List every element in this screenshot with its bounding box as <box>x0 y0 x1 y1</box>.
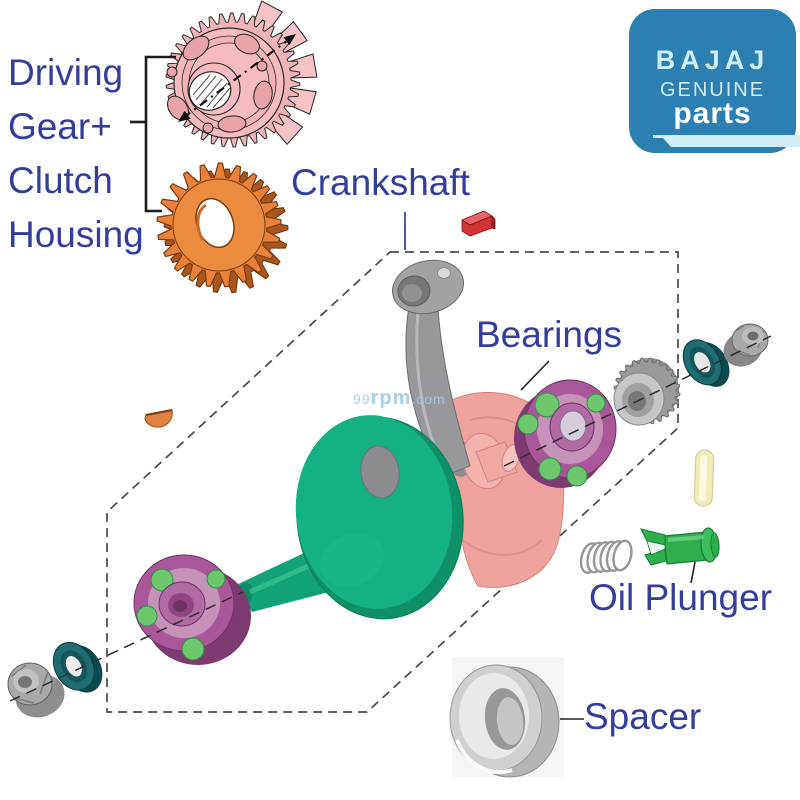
watermark-suffix: .com <box>411 391 446 407</box>
label-line: Housing <box>8 214 144 255</box>
oil-plunger-leader-line <box>690 561 696 584</box>
bearing-balls <box>517 392 606 487</box>
label-line: Driving <box>8 52 124 93</box>
oil-plunger-drawing <box>639 527 720 566</box>
label-oil-plunger: Oil Plunger <box>589 577 773 618</box>
woodruff-key-drawing <box>461 210 496 237</box>
assembly-axis-line <box>9 335 772 702</box>
bajaj-genuine-parts-logo: BAJAJ GENUINE parts <box>629 9 800 153</box>
flange-nut-left-drawing <box>7 662 65 718</box>
logo-brand-text: BAJAJ <box>655 45 770 75</box>
logo-underline <box>653 135 800 138</box>
connecting-rod-drawing <box>392 259 471 474</box>
logo-arrow-down-icon <box>663 138 800 147</box>
flange-nut-right-drawing <box>723 323 769 367</box>
bearing-left-drawing <box>133 554 251 665</box>
oil-seal-right-drawing <box>682 339 730 387</box>
bearing-right-drawing <box>514 379 617 488</box>
axis-arrowhead <box>178 110 191 122</box>
label-bracket <box>130 55 176 213</box>
bearings-leader-line <box>520 360 550 391</box>
label-crankshaft: Crankshaft <box>291 162 470 203</box>
label-line: Clutch <box>8 160 113 201</box>
clutch-housing-drawing <box>165 0 318 148</box>
clutch-axis-line <box>182 37 292 119</box>
bearing-balls <box>136 568 226 661</box>
spline-hatching <box>192 74 231 109</box>
watermark-prefix: 99 <box>353 391 371 407</box>
watermark-brand: rpm <box>370 387 412 409</box>
crank-web-front-drawing <box>232 415 464 620</box>
label-spacer: Spacer <box>584 696 702 737</box>
logo-genuine-text: GENUINE <box>659 79 766 101</box>
clutch-housing-windows <box>166 33 273 134</box>
driving-gear-drawing <box>156 162 289 294</box>
watermark: 99rpm.com <box>353 387 446 410</box>
label-line: Gear+ <box>8 106 112 147</box>
axis-arrowhead <box>283 34 296 46</box>
plunger-spring-drawing <box>579 539 633 574</box>
label-bearings: Bearings <box>476 314 623 355</box>
label-driving-gear-clutch-housing: Driving Gear+ Clutch Housing <box>8 46 144 262</box>
logo-parts-text: parts <box>673 97 752 130</box>
splined-collar-drawing <box>613 357 681 426</box>
dowel-pin-drawing <box>693 449 715 507</box>
spacer-drawing <box>449 657 564 778</box>
exploded-view-box-outline <box>106 251 679 713</box>
half-moon-key-drawing <box>144 409 173 428</box>
crank-web-hole <box>360 445 400 499</box>
